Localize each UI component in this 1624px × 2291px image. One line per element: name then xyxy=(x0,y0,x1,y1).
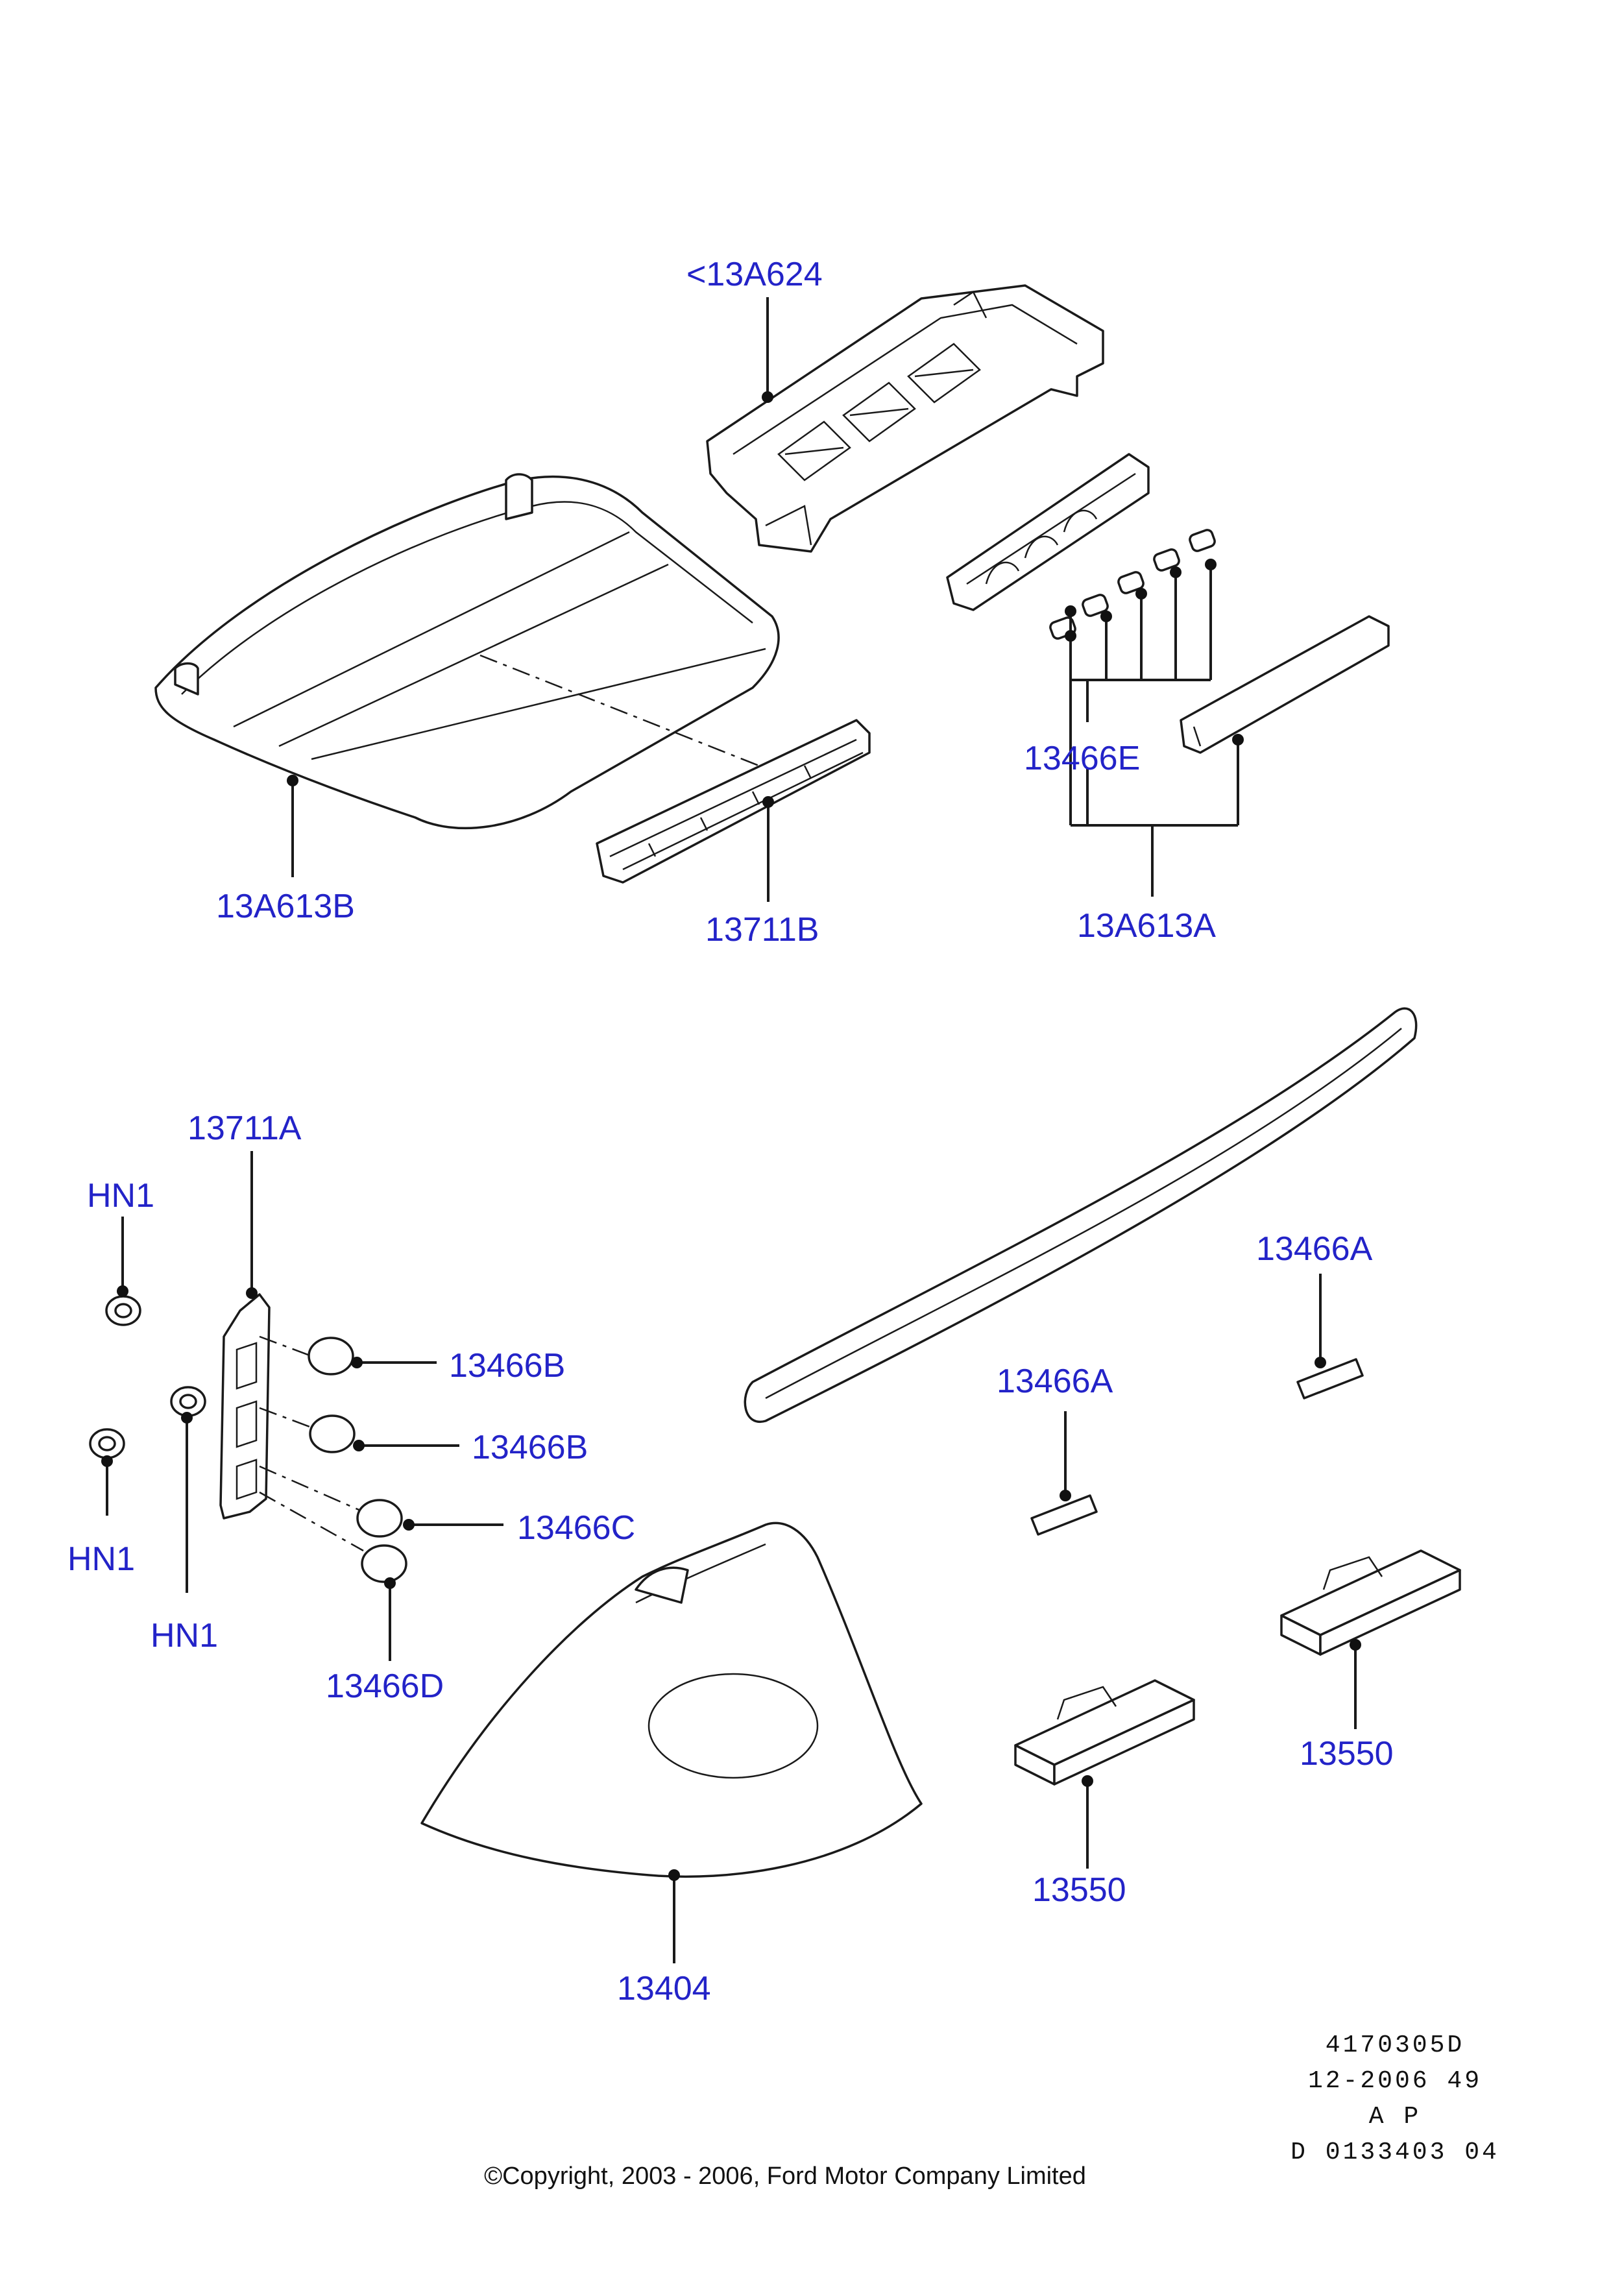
part-label-hn1-top[interactable]: HN1 xyxy=(87,1177,154,1215)
document-reference: 4170305D 12-2006 49 A P D 0133403 04 xyxy=(1291,2031,1499,2166)
part-label-hn1-left[interactable]: HN1 xyxy=(67,1540,135,1578)
bulbs-b-c-d-drawing xyxy=(308,1337,407,1583)
part-label-13a624[interactable]: <13A624 xyxy=(686,256,823,293)
license-lamps-13550-drawing xyxy=(1014,1549,1461,1786)
part-label-13a613a[interactable]: 13A613A xyxy=(1077,907,1216,945)
rear-lamp-13404-drawing xyxy=(420,1521,923,1878)
lamp-assembly-13a613a-drawing xyxy=(946,453,1390,754)
copyright-notice: ©Copyright, 2003 - 2006, Ford Motor Comp… xyxy=(484,2163,1086,2190)
bulbs-13466a-drawing xyxy=(1030,1358,1364,1536)
part-label-13711a[interactable]: 13711A xyxy=(188,1109,302,1147)
part-label-13466a-right[interactable]: 13466A xyxy=(1256,1230,1373,1268)
leader-lines xyxy=(106,297,1357,1963)
part-label-13a613b[interactable]: 13A613B xyxy=(216,888,355,925)
part-label-13550-mid[interactable]: 13550 xyxy=(1032,1871,1126,1909)
part-label-13404[interactable]: 13404 xyxy=(617,1970,711,2007)
bulb-holder-13711a-drawing xyxy=(219,1293,364,1552)
part-label-13466b-1[interactable]: 13466B xyxy=(449,1347,565,1385)
part-label-hn1-mid[interactable]: HN1 xyxy=(151,1617,218,1655)
strip-13711b-drawing xyxy=(596,719,871,884)
doc-ref-line4: D 0133403 04 xyxy=(1291,2139,1499,2166)
part-label-13466c[interactable]: 13466C xyxy=(517,1509,635,1547)
long-strip-drawing xyxy=(744,1007,1418,1424)
bracket-13a624-drawing xyxy=(706,284,1104,553)
doc-ref-line3: A P xyxy=(1369,2103,1421,2131)
doc-ref-line1: 4170305D xyxy=(1326,2031,1464,2059)
part-label-13466d[interactable]: 13466D xyxy=(326,1667,444,1705)
part-label-13466e[interactable]: 13466E xyxy=(1024,740,1140,777)
part-labels: <13A624 13A613B 13711B 13466E 13A613A 13… xyxy=(67,256,1394,2007)
doc-ref-line2: 12-2006 49 xyxy=(1308,2067,1482,2095)
part-label-13466b-2[interactable]: 13466B xyxy=(472,1429,588,1466)
housing-13a613b-drawing xyxy=(154,473,792,830)
part-label-13466a-mid[interactable]: 13466A xyxy=(997,1363,1113,1400)
part-label-13711b[interactable]: 13711B xyxy=(705,911,819,949)
leader-dots xyxy=(101,391,1361,1881)
part-label-13550-right[interactable]: 13550 xyxy=(1300,1735,1394,1773)
